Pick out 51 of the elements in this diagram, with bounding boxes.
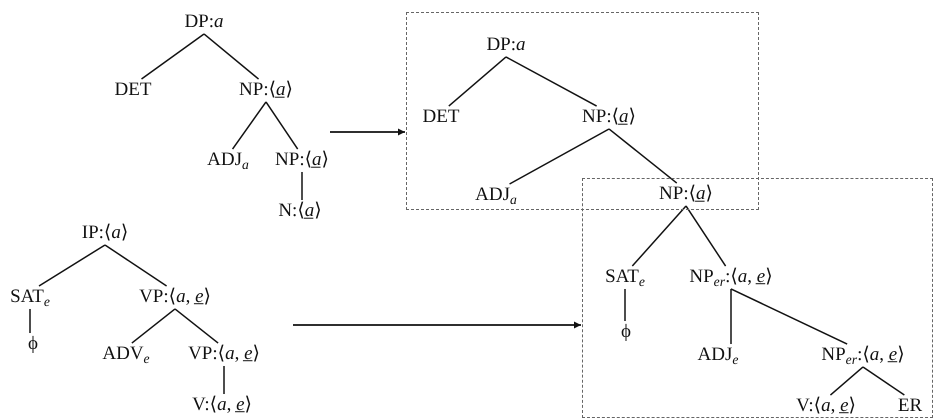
dashed-frame [406,12,759,210]
branch-line [29,308,31,334]
branch-line [506,56,597,107]
tree-node-label: NP$_{er}$:⟨a, e̲⟩ [689,267,773,287]
tree-node-label: ϕ [28,334,38,354]
branch-line [204,33,260,80]
branch-line [131,308,176,344]
tree-node-label: SAT$_{e}$ [605,267,645,287]
branch-line [830,366,864,396]
tree-node-label: DP:a [184,12,224,32]
branch-line [174,308,219,344]
branch-line [624,288,626,322]
branch-line [104,244,168,287]
tree-node-label: DET [422,107,460,127]
branch-line [730,288,732,344]
branch-line [730,288,848,345]
branch-line [141,33,204,80]
tree-node-label: V:⟨a, e̲⟩ [796,396,856,416]
tree-node-label: ADV$_{e}$ [102,344,150,364]
tree-node-label: ER [898,396,922,416]
tree-node-label: VP:⟨a, e̲⟩ [139,287,211,307]
branch-line [608,128,678,184]
tree-node-label: V:⟨a, e̲⟩ [192,395,252,415]
tree-node-label: IP:⟨a⟩ [82,223,128,243]
tree-node-label: ADJ$_{a}$ [475,185,517,205]
branch-line [509,128,610,185]
tree-node-label: NP:⟨a̲⟩ [659,184,713,204]
branch-line [862,366,905,396]
tree-node-label: NP:⟨a̲⟩ [582,107,636,127]
branch-line [448,56,506,107]
tree-node-label: NP:⟨a̲⟩ [275,150,329,170]
arrow [293,322,581,328]
tree-node-label: ADJ$_{a}$ [207,150,249,170]
branch-line [301,172,303,200]
branch-line [265,102,298,150]
tree-node-label: VP:⟨a, e̲⟩ [188,344,260,364]
tree-node-label: NP:⟨a̲⟩ [239,80,293,100]
branch-line [685,206,726,266]
tree-node-label: N:⟨a̲⟩ [278,201,322,221]
tree-node-label: ϕ [621,322,631,342]
branch-line [223,366,225,394]
arrow [330,128,405,136]
tree-node-label: SAT$_{e}$ [10,287,50,307]
branch-line [232,102,267,150]
tree-node-label: ADJ$_{e}$ [698,345,738,365]
tree-node-label: NP$_{er}$:⟨a, e̲⟩ [821,345,905,365]
branch-line [632,205,687,267]
dashed-frame [582,178,933,418]
tree-node-label: DET [114,80,152,100]
branch-line [38,244,106,287]
tree-node-label: DP:a [486,35,526,55]
